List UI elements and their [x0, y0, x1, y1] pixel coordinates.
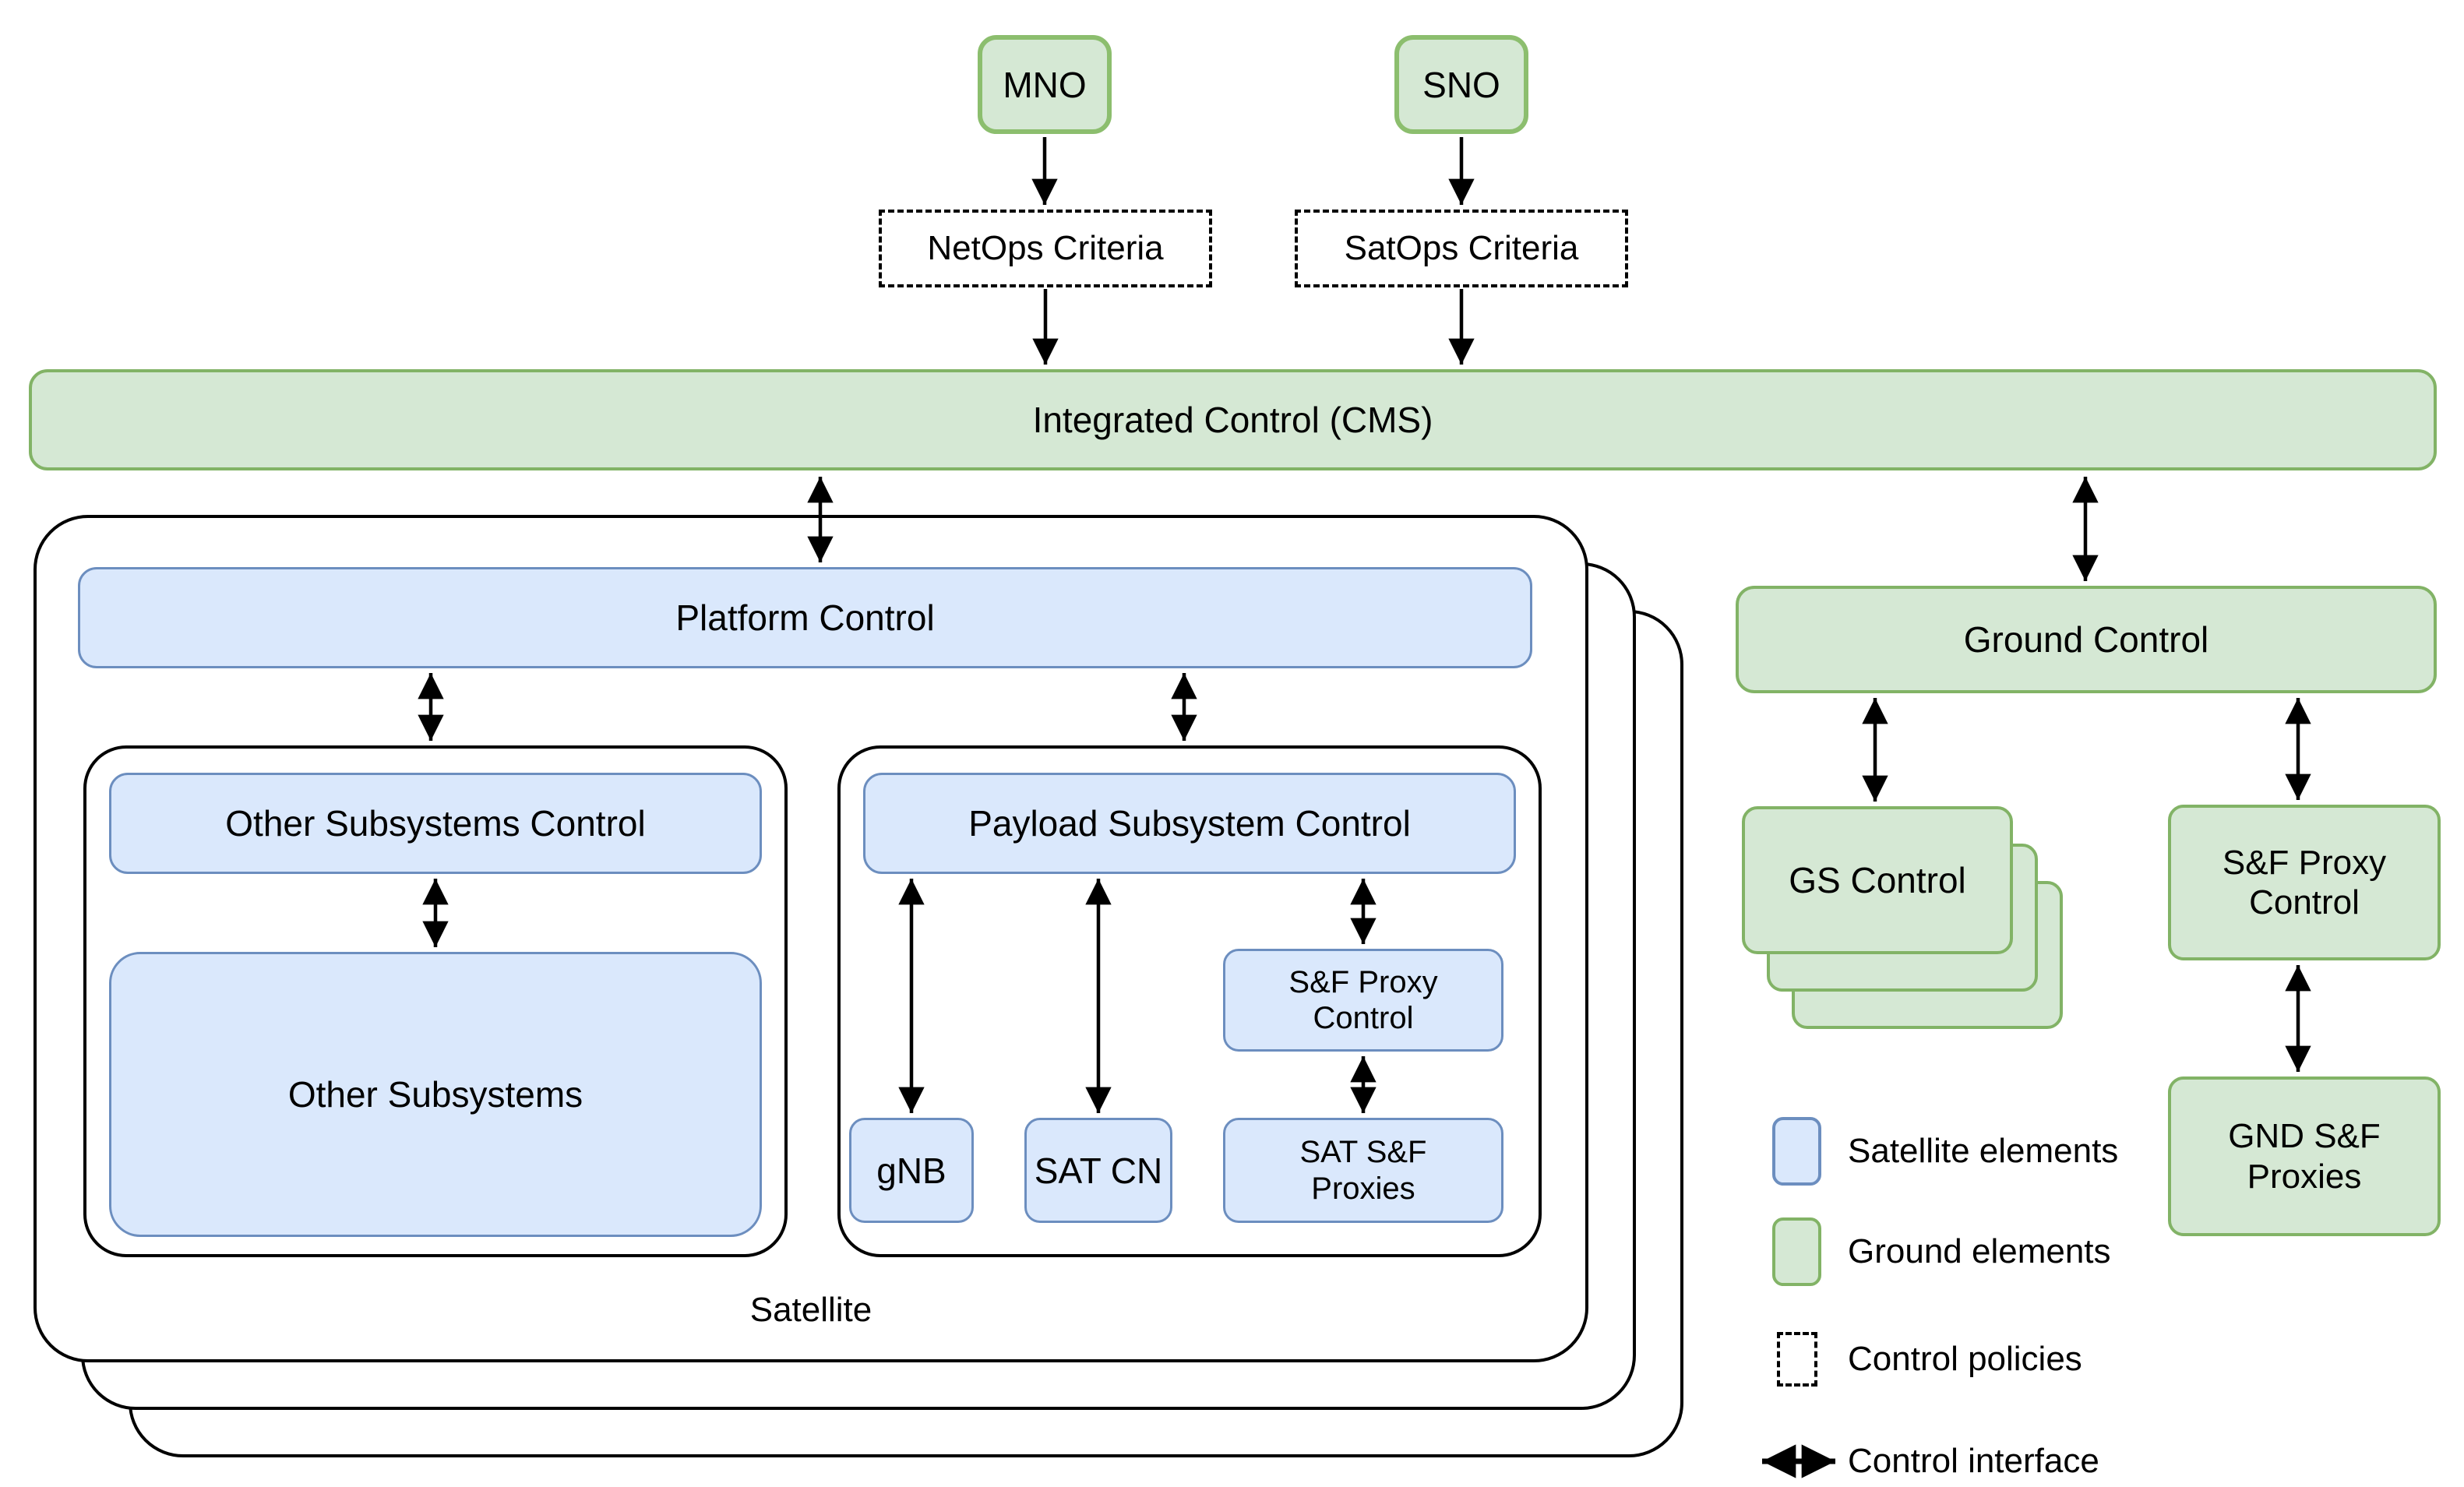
satops-criteria-box: SatOps Criteria [1295, 210, 1628, 287]
legend-ground-swatch [1772, 1217, 1821, 1286]
legend-control-policies-swatch [1777, 1332, 1817, 1387]
sat-sf-proxies-box: SAT S&F Proxies [1223, 1118, 1503, 1223]
gnb-box: gNB [849, 1118, 974, 1223]
sat-cn-box: SAT CN [1024, 1118, 1172, 1223]
other-subsystems-box: Other Subsystems [109, 952, 762, 1237]
sno-box: SNO [1394, 35, 1528, 134]
payload-subsystem-control-bar: Payload Subsystem Control [863, 773, 1516, 874]
legend-satellite-swatch [1772, 1117, 1821, 1186]
gnd-sf-proxies-box: GND S&F Proxies [2168, 1076, 2441, 1236]
platform-control-bar: Platform Control [78, 567, 1532, 668]
integrated-control-cms-bar: Integrated Control (CMS) [29, 369, 2437, 470]
gs-control-box: GS Control [1742, 806, 2013, 954]
legend-control-policies-label: Control policies [1848, 1340, 2082, 1378]
legend-ground-elements-label: Ground elements [1848, 1232, 2111, 1270]
gnd-sf-proxy-control-box: S&F Proxy Control [2168, 805, 2441, 960]
satellite-label: Satellite [749, 1291, 872, 1329]
sat-sf-proxy-control-box: S&F Proxy Control [1223, 949, 1503, 1052]
mno-box: MNO [978, 35, 1112, 134]
legend-satellite-elements-label: Satellite elements [1848, 1132, 2119, 1170]
ground-control-bar: Ground Control [1736, 586, 2437, 693]
legend-control-interface-label: Control interface [1848, 1442, 2099, 1480]
netops-criteria-box: NetOps Criteria [879, 210, 1212, 287]
other-subsystems-control-bar: Other Subsystems Control [109, 773, 762, 874]
